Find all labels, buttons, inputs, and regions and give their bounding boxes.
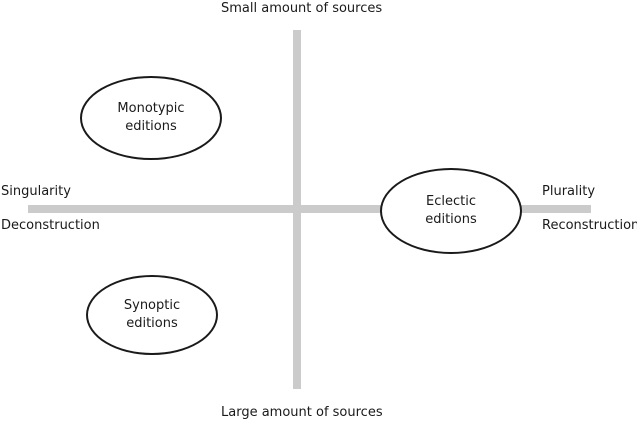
- horizontal-axis: [28, 205, 591, 213]
- axis-label-bottom: Large amount of sources: [221, 405, 383, 420]
- vertical-axis: [293, 30, 301, 389]
- eclectic-editions-node: Eclectic editions: [380, 168, 522, 254]
- monotypic-editions-label: Monotypic editions: [117, 101, 185, 134]
- axis-label-right-lower: Reconstruction: [542, 218, 637, 233]
- eclectic-editions-label: Eclectic editions: [425, 194, 477, 227]
- synoptic-editions-label: Synoptic editions: [123, 298, 181, 331]
- axis-label-right-upper: Plurality: [542, 184, 596, 199]
- axis-label-top: Small amount of sources: [221, 1, 383, 16]
- monotypic-editions-node: Monotypic editions: [80, 76, 222, 160]
- axis-label-left-upper: Singularity: [1, 184, 71, 199]
- synoptic-editions-node: Synoptic editions: [86, 275, 218, 355]
- axis-label-left-lower: Deconstruction: [1, 218, 100, 233]
